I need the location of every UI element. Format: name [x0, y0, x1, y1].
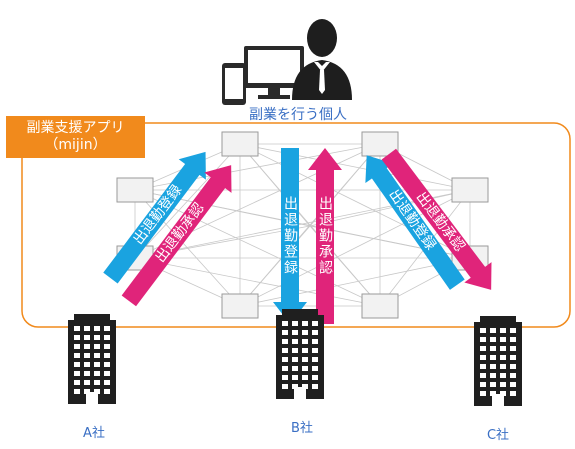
server-node: [221, 131, 259, 157]
app-name-badge: 副業支援アプリ （mijin）: [6, 116, 145, 158]
company-label-b: B社: [291, 421, 313, 436]
server-node: [451, 177, 489, 203]
office-building-icon: [68, 314, 116, 404]
server-node: [116, 177, 154, 203]
user-label: 副業を行う個人: [249, 107, 347, 123]
flow-arrow-label: 出退勤登録: [282, 196, 298, 276]
server-node: [361, 293, 399, 319]
app-name-line1: 副業支援アプリ: [26, 120, 125, 136]
flow-arrow: 出退勤登録: [365, 155, 465, 290]
server-node: [221, 293, 259, 319]
app-name-line2: （mijin）: [44, 137, 107, 153]
flow-arrow: 出退勤承認: [381, 148, 492, 290]
businessman-with-devices-icon: [222, 19, 352, 105]
flow-arrow: 出退勤承認: [308, 148, 342, 324]
flow-arrow: 出退勤登録: [273, 148, 307, 324]
flow-arrow-label: 出退勤承認: [317, 196, 333, 276]
office-building-icon: [276, 309, 324, 399]
companies: [68, 309, 522, 406]
flow-arrows: 出退勤登録出退勤承認出退勤登録出退勤承認出退勤登録出退勤承認: [103, 148, 492, 324]
office-building-icon: [474, 316, 522, 406]
company-label-a: A社: [83, 426, 105, 441]
company-label-c: C社: [486, 428, 510, 443]
